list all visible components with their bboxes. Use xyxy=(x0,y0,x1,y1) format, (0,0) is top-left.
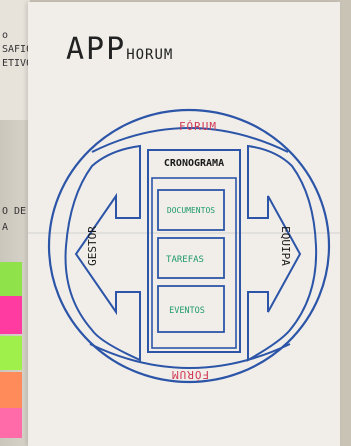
box-tarefas xyxy=(157,237,225,279)
background-text: SAFIO xyxy=(2,44,33,55)
background-text: A xyxy=(2,222,9,233)
background-paper-left xyxy=(0,0,30,120)
sticky-note-green xyxy=(0,262,22,298)
cronograma-label: CRONOGRAMA xyxy=(164,158,224,169)
background-text: o xyxy=(2,30,9,41)
tarefas-label: TAREFAS xyxy=(166,255,204,265)
forum-top-label: FÓRUM xyxy=(179,120,217,133)
outer-circle xyxy=(47,108,331,384)
background-text: O DE xyxy=(2,206,27,217)
poster-fold-line xyxy=(28,232,340,234)
inner-band-bottom xyxy=(89,343,291,369)
title-main: APP xyxy=(66,32,127,67)
gestor-label: GESTOR xyxy=(86,226,99,266)
gestor-region xyxy=(64,144,141,362)
cronograma-inner-column xyxy=(151,177,237,349)
cronograma-column xyxy=(147,149,241,353)
poster-title: APPHORUM xyxy=(66,32,173,67)
documentos-label: DOCUMENTOS xyxy=(167,206,215,215)
sticky-note-green xyxy=(0,336,22,370)
inner-band-top xyxy=(91,127,289,153)
title-sub: HORUM xyxy=(126,47,174,63)
forum-bottom-label: FÓRUM xyxy=(171,368,209,381)
background-text: ETIVOS xyxy=(2,58,39,69)
equipa-region xyxy=(247,144,318,362)
equipa-label: EQUIPA xyxy=(279,226,292,266)
box-documentos xyxy=(157,189,225,231)
flipchart-poster xyxy=(28,2,340,446)
sticky-note-pink xyxy=(0,408,22,438)
eventos-label: EVENTOS xyxy=(169,306,205,316)
box-eventos xyxy=(157,285,225,333)
sticky-note-orange xyxy=(0,372,22,410)
sticky-note-pink xyxy=(0,296,22,334)
